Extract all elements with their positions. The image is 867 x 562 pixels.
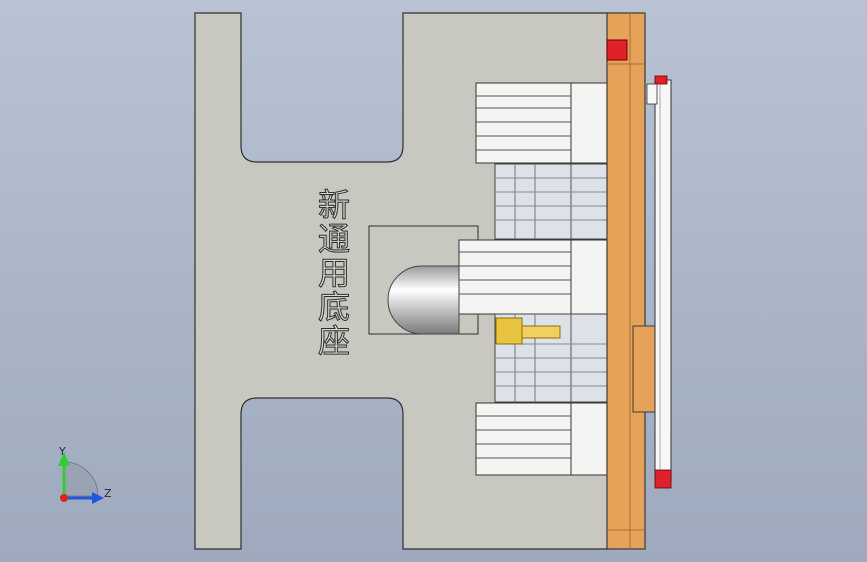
y-axis-arrow bbox=[58, 452, 70, 466]
red-marker-top bbox=[606, 39, 628, 61]
upper-block[interactable] bbox=[475, 82, 608, 164]
middle-block[interactable] bbox=[458, 239, 608, 315]
x-axis-point bbox=[60, 494, 68, 502]
z-axis-arrow bbox=[92, 492, 104, 504]
support-plate[interactable] bbox=[606, 12, 656, 550]
orientation-triad[interactable]: Y Z bbox=[58, 445, 112, 504]
cover-plate[interactable] bbox=[646, 75, 672, 489]
upper-guide-section bbox=[494, 163, 608, 240]
y-axis-label: Y bbox=[58, 445, 66, 458]
engraved-text: 新通用底座 bbox=[313, 188, 351, 358]
guide-pillar[interactable] bbox=[387, 265, 460, 335]
engraved-label: 新通用底座 bbox=[313, 188, 352, 359]
lower-block[interactable] bbox=[475, 402, 608, 476]
z-axis-label: Z bbox=[104, 487, 112, 500]
ejector-pin[interactable] bbox=[495, 317, 561, 345]
